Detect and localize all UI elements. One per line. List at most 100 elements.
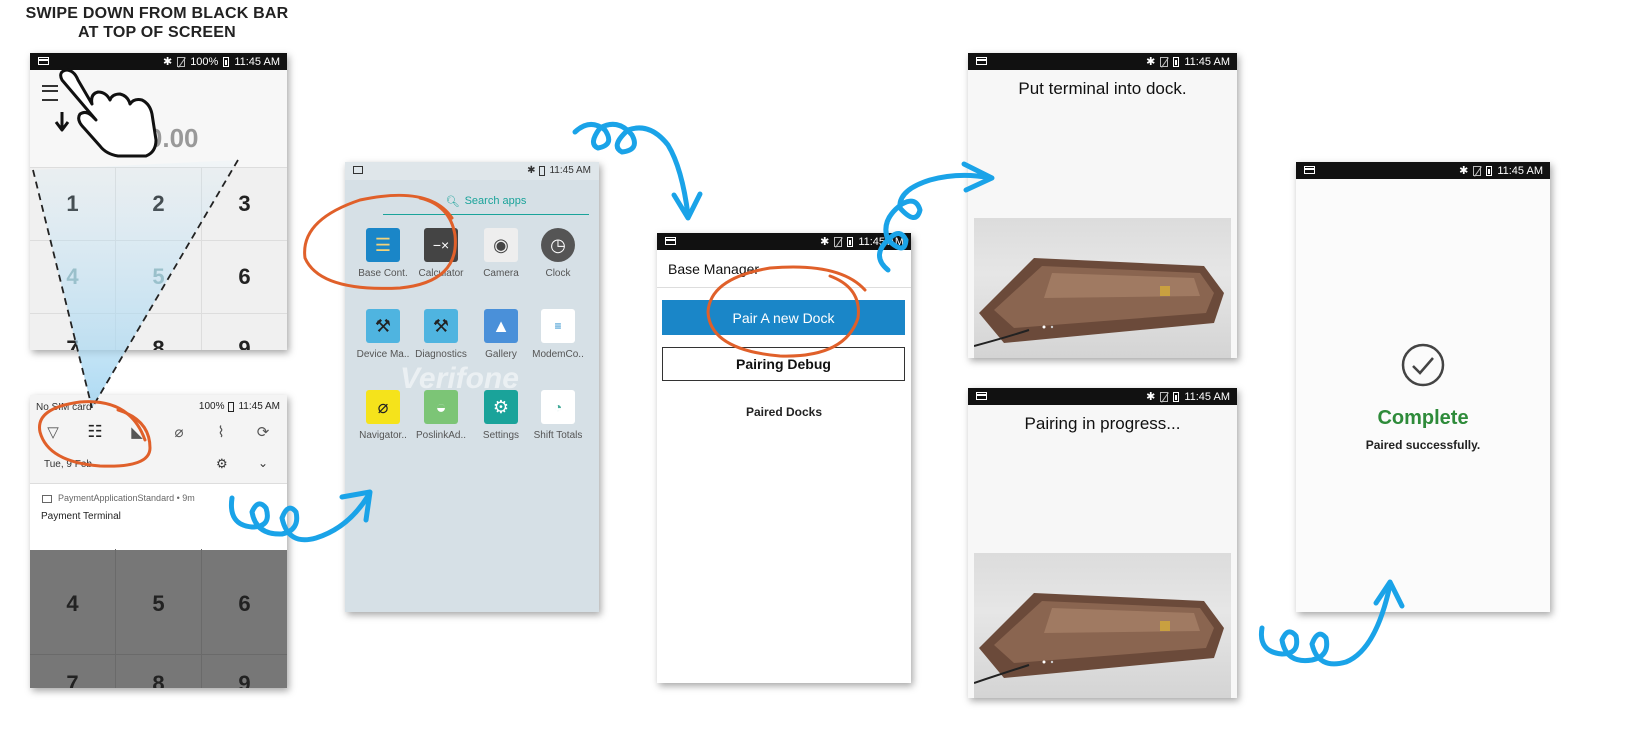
key-3[interactable]: 3	[238, 191, 251, 216]
keypad: 1 2 3 4 5 6 7 8 9	[30, 167, 287, 350]
gear-icon[interactable]: ⚙	[216, 456, 228, 471]
no-sim-label: No SIM card	[36, 402, 92, 413]
eye-off-icon: ⌀	[366, 390, 400, 424]
clock-icon: ◷	[541, 228, 575, 262]
flashlight-off-icon[interactable]: ⌇	[217, 424, 225, 441]
battery-icon	[1173, 56, 1180, 67]
notification-icon	[976, 392, 987, 400]
status-bar[interactable]: ✱ 11:45 AM	[345, 162, 599, 180]
clock-time: 11:45 AM	[238, 401, 280, 412]
search-placeholder: Search apps	[464, 195, 527, 207]
key-8: 8	[152, 671, 165, 688]
clock-time: 11:45 AM	[1184, 390, 1230, 403]
status-bar[interactable]: ✱ 11:45 AM	[657, 233, 911, 250]
calculator-icon: −×	[424, 228, 458, 262]
bluetooth-icon: ✱	[1146, 56, 1156, 68]
bluetooth-icon: ✱	[820, 236, 830, 248]
status-bar[interactable]: ✱ 11:45 AM	[968, 53, 1237, 70]
app-poslink-admin[interactable]: ◒ PoslinkAd..	[411, 390, 471, 441]
pair-new-dock-button[interactable]: Pair A new Dock	[662, 300, 905, 335]
key-6: 6	[238, 591, 251, 616]
payment-screen: ✱ 100% 11:45 AM $0.00 1 2 3 4 5 6 7 8 9	[30, 53, 287, 350]
key-4[interactable]: 4	[66, 264, 79, 289]
complete-title: Complete	[1377, 407, 1469, 429]
pairing-debug-button[interactable]: Pairing Debug	[662, 347, 905, 381]
complete-subtitle: Paired successfully.	[1365, 438, 1481, 452]
key-4: 4	[66, 591, 79, 616]
wifi-icon[interactable]: ▽	[47, 424, 59, 441]
gallery-icon: ▲	[484, 309, 518, 343]
battery-icon	[847, 236, 854, 247]
app-label: ModemCo..	[532, 349, 584, 360]
app-settings[interactable]: ⚙ Settings	[471, 390, 531, 441]
card-icon	[42, 495, 52, 503]
date-label: Tue, 9 Feb	[44, 459, 92, 470]
key-7[interactable]: 7	[66, 336, 79, 350]
dock-photo	[974, 218, 1231, 358]
bluetooth-icon: ✱	[527, 165, 536, 176]
search-bar[interactable]: 🔍︎ Search apps	[383, 188, 589, 215]
app-calculator[interactable]: −× Calculator	[411, 228, 471, 279]
status-bar[interactable]: ✱ 100% 11:45 AM	[30, 53, 287, 70]
eye-off-icon[interactable]: ⌀	[174, 424, 184, 441]
dock-instruction: Put terminal into dock.	[1018, 79, 1187, 98]
notification-icon	[1304, 166, 1315, 174]
tools-icon: ⚒	[366, 309, 400, 343]
complete-screen: ✱ 11:45 AM Complete Paired successfully.	[1296, 162, 1550, 612]
app-label: PoslinkAd..	[415, 430, 467, 441]
search-icon: 🔍︎	[445, 195, 460, 208]
dock-instruction-screen: ✱ 11:45 AM Put terminal into dock.	[968, 53, 1237, 358]
dimmed-keypad: 4 5 6 7 8 9	[30, 549, 287, 688]
app-clock[interactable]: ◷ Clock	[528, 228, 588, 279]
app-gallery[interactable]: ▲ Gallery	[471, 309, 531, 360]
app-label: Navigator..	[359, 430, 407, 441]
app-diagnostics[interactable]: ⚒ Diagnostics	[411, 309, 471, 360]
key-2[interactable]: 2	[152, 191, 165, 216]
quick-settings-panel: No SIM card 100% 11:45 AM ▽ ☷ ◣ ⌀ ⌇ ⟳ Tu…	[30, 395, 287, 483]
app-label: Camera	[483, 268, 519, 279]
app-label: Clock	[545, 268, 571, 279]
notification-shade-screen: No SIM card 100% 11:45 AM ▽ ☷ ◣ ⌀ ⌇ ⟳ Tu…	[30, 395, 287, 688]
key-6[interactable]: 6	[238, 264, 251, 289]
bluetooth-icon: ✱	[162, 56, 173, 68]
check-circle-icon	[1401, 343, 1445, 387]
clock-time: 11:45 AM	[1184, 55, 1230, 68]
clock-time: 11:45 AM	[549, 165, 591, 176]
battery-icon	[539, 165, 546, 176]
clock-time: 11:45 AM	[234, 55, 280, 68]
app-modem-config[interactable]: ≡ ModemCo..	[528, 309, 588, 360]
chevron-down-icon[interactable]: ⌄	[258, 456, 269, 470]
base-icon: ☰	[366, 228, 400, 262]
menu-icon[interactable]	[42, 85, 58, 101]
key-1[interactable]: 1	[66, 191, 79, 216]
key-5[interactable]: 5	[152, 264, 165, 289]
instruction-text: SWIPE DOWN FROM BLACK BAR AT TOP OF SCRE…	[25, 5, 289, 41]
notification-icon	[353, 166, 363, 174]
app-camera[interactable]: ◉ Camera	[471, 228, 531, 279]
page-title: Base Manager	[668, 261, 760, 277]
sim-icon[interactable]: ◣	[131, 424, 143, 441]
notification-icon	[38, 57, 49, 65]
key-9[interactable]: 9	[238, 336, 251, 350]
no-sim-icon	[834, 236, 843, 247]
app-label: Gallery	[485, 349, 517, 360]
status-bar[interactable]: ✱ 11:45 AM	[1296, 162, 1550, 179]
paired-docks-label: Paired Docks	[745, 405, 823, 419]
app-shift-totals[interactable]: ◔ Shift Totals	[528, 390, 588, 441]
dock-image	[974, 593, 1224, 684]
notification-icon	[665, 237, 676, 245]
key-8[interactable]: 8	[152, 336, 165, 350]
pairing-instruction: Pairing in progress...	[1024, 414, 1181, 433]
base-manager-screen: ✱ 11:45 AM Base Manager Pair A new Dock …	[657, 233, 911, 683]
status-bar[interactable]: ✱ 11:45 AM	[968, 388, 1237, 405]
app-navigator[interactable]: ⌀ Navigator..	[353, 390, 413, 441]
no-sim-icon	[1473, 165, 1482, 176]
app-drawer-screen: ✱ 11:45 AM 🔍︎ Search apps Verifone ☰ Bas…	[345, 162, 599, 612]
notification-card[interactable]: PaymentApplicationStandard • 9m Payment …	[30, 483, 287, 550]
apps-grid-icon[interactable]: ☷	[87, 422, 103, 441]
app-label: Device Ma..	[356, 349, 410, 360]
app-base-controller[interactable]: ☰ Base Cont.	[353, 228, 413, 279]
battery-icon	[1173, 391, 1180, 402]
rotate-icon[interactable]: ⟳	[256, 424, 270, 441]
app-device-manager[interactable]: ⚒ Device Ma..	[353, 309, 413, 360]
